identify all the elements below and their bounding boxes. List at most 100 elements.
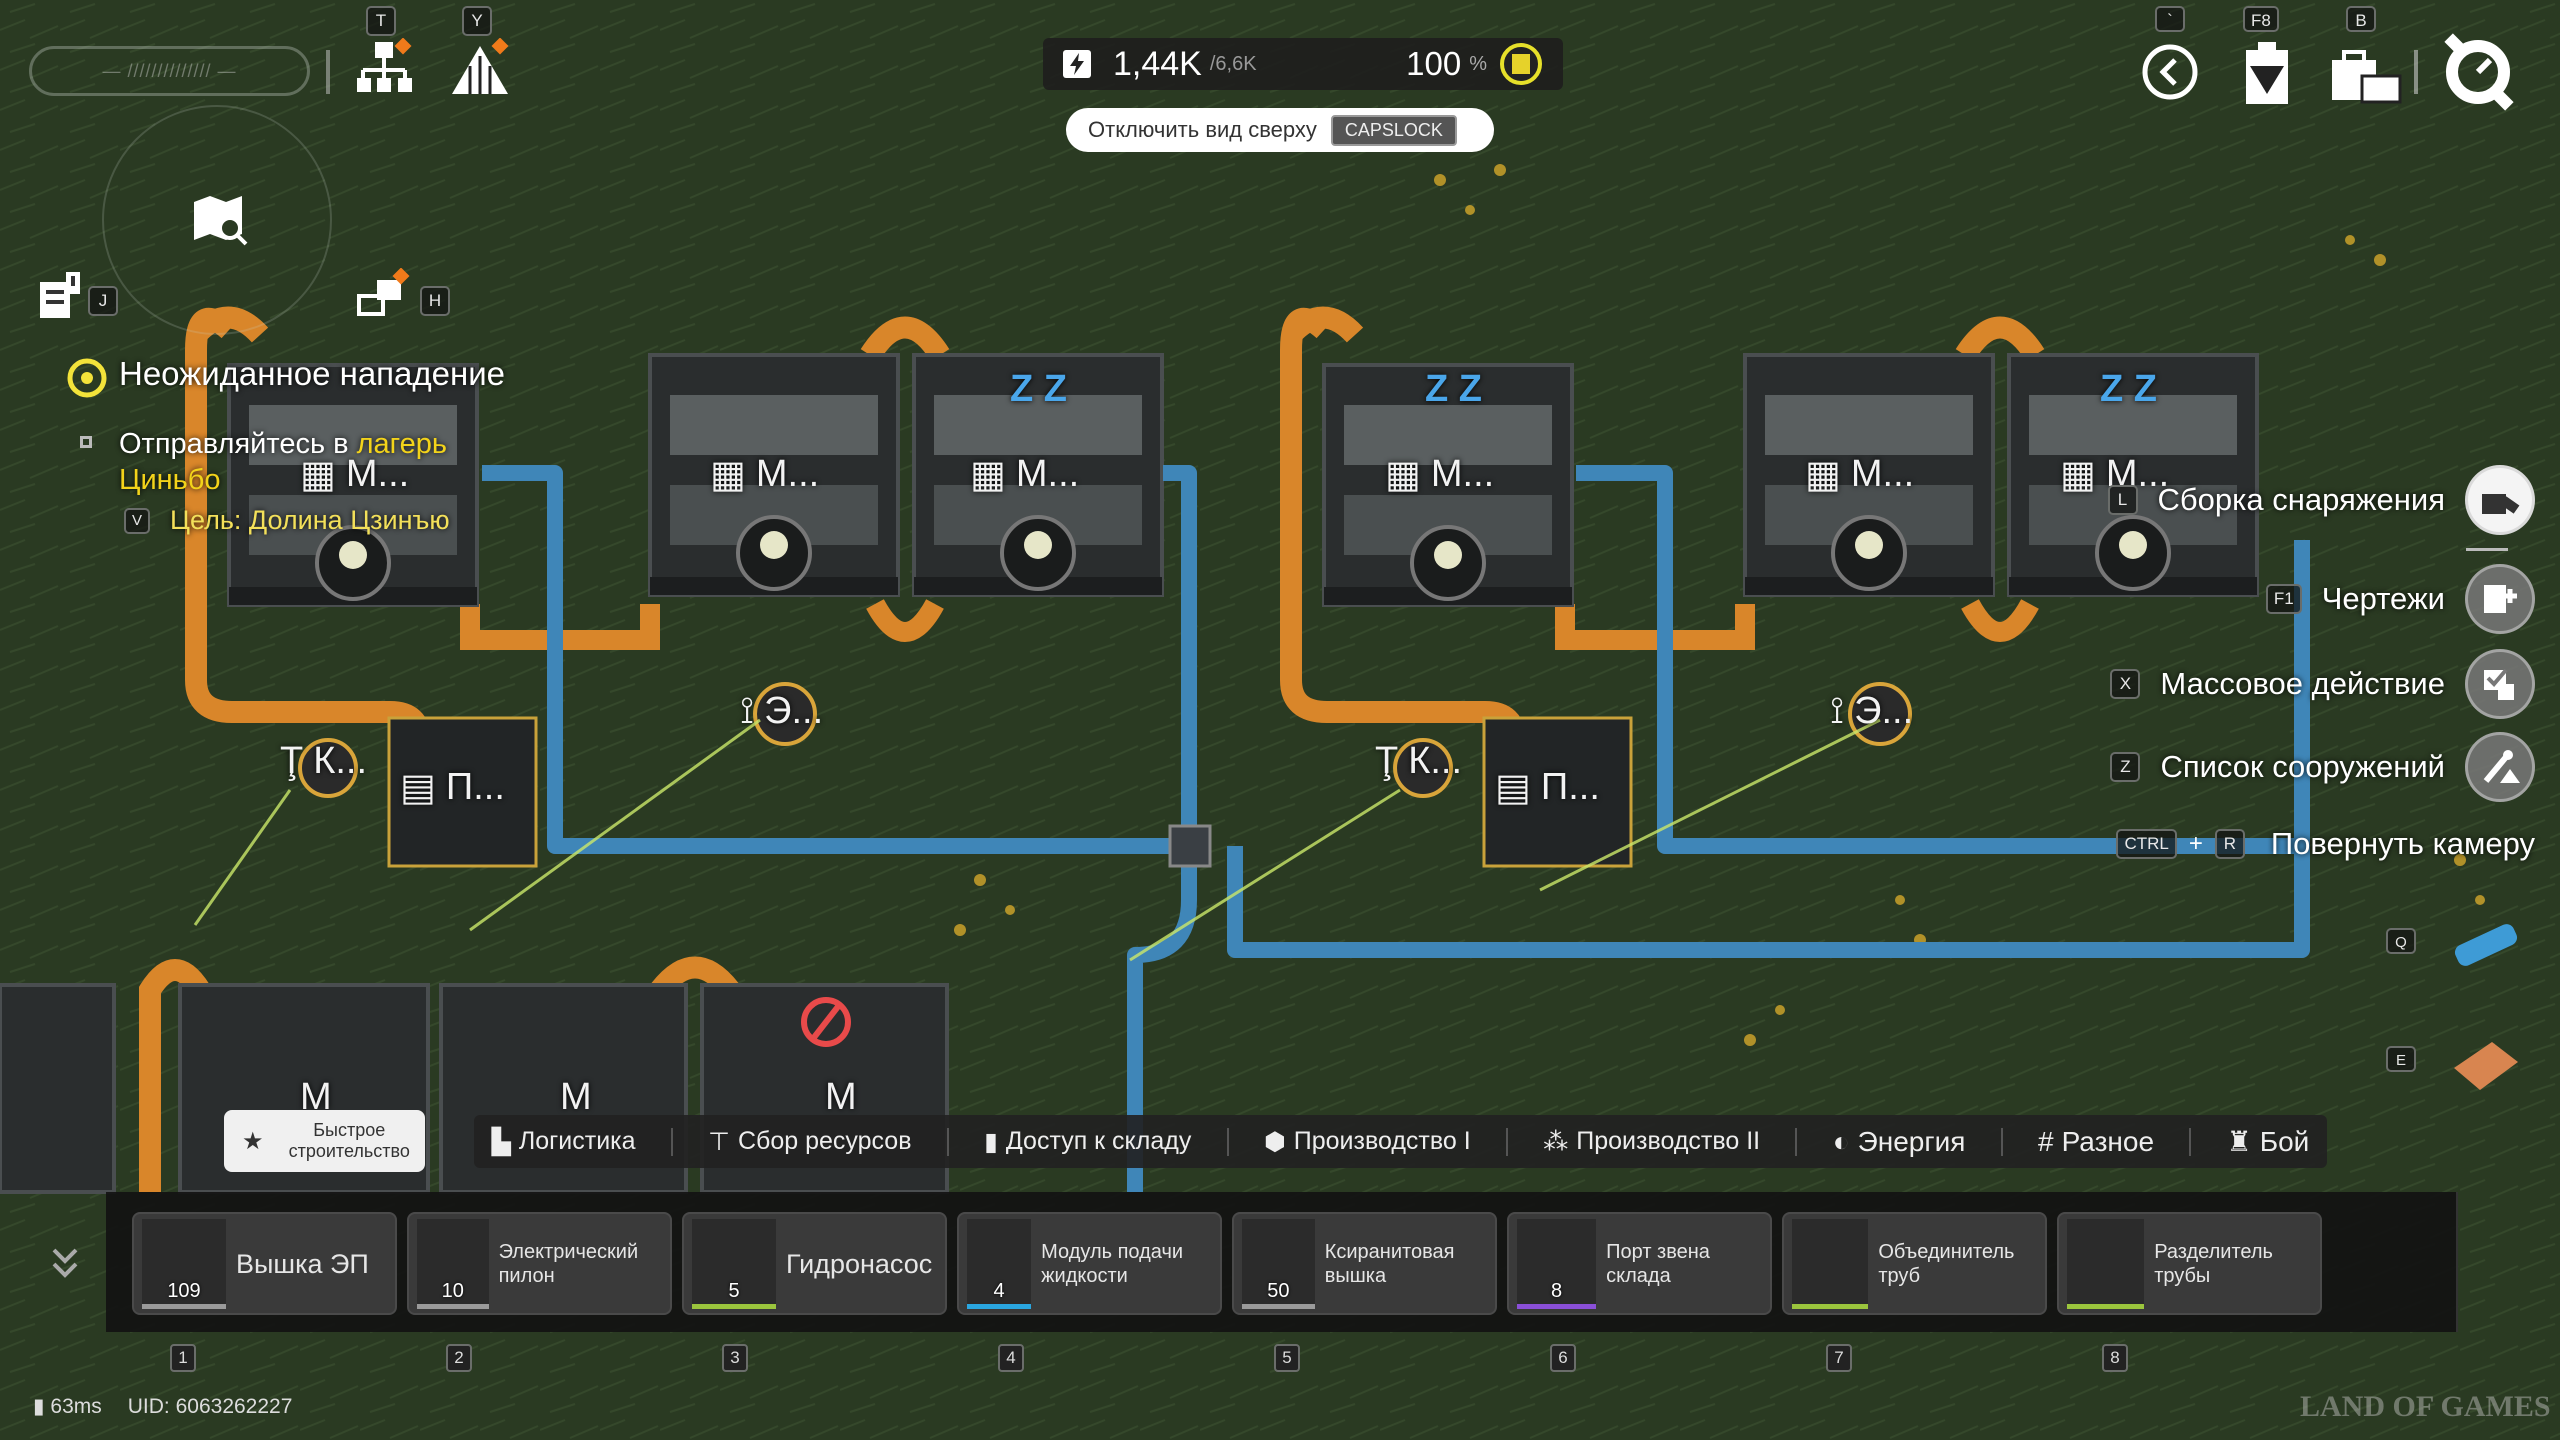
rarity-bar xyxy=(692,1303,776,1309)
building-label[interactable]: ▦М... xyxy=(2060,453,2170,496)
building-label[interactable]: ▦М... xyxy=(1805,453,1915,496)
collapse-chevron-icon[interactable] xyxy=(50,1246,80,1280)
storage-label[interactable]: ▤П... xyxy=(1495,766,1600,809)
rarity-bar xyxy=(1517,1303,1597,1309)
building-label[interactable]: ▦М... xyxy=(710,453,820,496)
pipe-tool-icon[interactable] xyxy=(2446,908,2526,978)
tech-tree-icon[interactable] xyxy=(355,38,415,98)
divider xyxy=(2414,50,2418,94)
divider xyxy=(326,50,330,94)
hotbar-slot[interactable]: Объединитель труб xyxy=(1782,1212,2047,1315)
blueprint-add-icon[interactable] xyxy=(2465,564,2535,634)
building-label[interactable]: ▦М... xyxy=(1385,453,1495,496)
inventory-key: B xyxy=(2346,6,2376,32)
category-combat[interactable]: ♜Бой xyxy=(2226,1125,2310,1158)
minimap[interactable] xyxy=(102,105,332,335)
category-energy[interactable]: ◐Энергия xyxy=(1832,1125,1966,1157)
storage-label[interactable]: ▤П... xyxy=(400,766,505,809)
building-thumbnail-icon xyxy=(2067,1218,2145,1309)
quick-build-tooltip[interactable]: ★Быстрое строительство xyxy=(224,1110,425,1172)
mission-key: F8 xyxy=(2243,6,2279,32)
wrench-icon[interactable] xyxy=(2465,732,2535,802)
build-category-bar: ▙Логистика ⊤Сбор ресурсов ▮Доступ к скла… xyxy=(474,1115,2327,1168)
quest-objective[interactable]: Отправляйтесь в лагерь Циньбо xyxy=(119,428,447,496)
settings-gear-icon[interactable] xyxy=(2436,30,2520,114)
pipe-junction[interactable] xyxy=(1168,824,1212,868)
watermark: LAND OF GAMES xyxy=(2300,1390,2551,1423)
building-thumbnail-icon: 8 xyxy=(1517,1218,1597,1309)
category-production-2[interactable]: ⁂Производство II xyxy=(1543,1127,1761,1156)
hotbar-key: 2 xyxy=(446,1344,472,1372)
divider xyxy=(1505,1127,1508,1156)
battery-icon[interactable] xyxy=(1499,42,1543,86)
item-name: Объединитель труб xyxy=(1878,1240,2015,1287)
checkbox-icon[interactable] xyxy=(2465,649,2535,719)
gear-assembly-icon[interactable] xyxy=(2465,465,2535,535)
antenna-icon: ⟟ xyxy=(740,690,755,732)
lightning-icon xyxy=(1063,50,1091,78)
category-logistics[interactable]: ▙Логистика xyxy=(491,1127,636,1156)
power-current: 1,44K xyxy=(1113,44,1202,83)
item-count: 5 xyxy=(728,1279,740,1302)
map-search-icon[interactable] xyxy=(192,194,254,246)
category-misc[interactable]: #Разное xyxy=(2037,1125,2155,1157)
back-key: ` xyxy=(2155,6,2185,32)
building-label[interactable]: М xyxy=(560,1076,592,1118)
objective-location: лагерь Циньбо xyxy=(119,428,447,496)
building-label[interactable]: ▦М... xyxy=(970,453,1080,496)
floor-tool-icon[interactable] xyxy=(2446,1028,2526,1098)
rarity-bar xyxy=(1792,1303,1869,1309)
sleeping-indicator: Z Z xyxy=(2100,368,2157,410)
category-resources[interactable]: ⊤Сбор ресурсов xyxy=(708,1127,912,1156)
hotbar-slot[interactable]: Разделитель трубы xyxy=(2057,1212,2322,1315)
building-thumbnail-icon: 10 xyxy=(417,1218,489,1309)
hotbar-key: 3 xyxy=(722,1344,748,1372)
planting-unit-icon: ▦ xyxy=(300,454,336,496)
rarity-bar xyxy=(967,1303,1032,1309)
category-production-1[interactable]: ⬢Производство I xyxy=(1263,1127,1471,1156)
divider xyxy=(946,1127,949,1156)
disabled-icon xyxy=(801,997,851,1047)
nodes-icon: ⁂ xyxy=(1543,1127,1569,1156)
floor-tool-key: E xyxy=(2386,1046,2416,1072)
search-field[interactable]: — ////////////// — xyxy=(29,46,310,96)
pipe-network[interactable] xyxy=(482,465,2310,1192)
quest-title[interactable]: Неожиданное нападение xyxy=(119,355,506,392)
item-name: Ксиранитовая вышка xyxy=(1324,1240,1455,1287)
comms-icon[interactable] xyxy=(355,268,411,324)
power-panel: 1,44K /6,6K 100 % xyxy=(1043,38,1563,90)
back-button[interactable] xyxy=(2140,42,2200,102)
building-thumbnail-icon xyxy=(1792,1218,1869,1309)
inventory-briefcase-icon[interactable] xyxy=(2330,48,2402,104)
planting-unit-icon: ▦ xyxy=(2060,454,2096,496)
mission-clipboard-icon[interactable] xyxy=(2244,40,2290,106)
turret-icon: ♜ xyxy=(2226,1126,2252,1157)
building-label[interactable]: М xyxy=(825,1076,857,1118)
category-storage[interactable]: ▮Доступ к складу xyxy=(984,1127,1192,1156)
relay-tower-label[interactable]: ⟟Э... xyxy=(740,690,824,732)
journal-icon[interactable] xyxy=(36,270,84,326)
building-thumbnail-icon: 109 xyxy=(142,1218,226,1309)
quest-target: Цель: Долина Цзинъю xyxy=(170,505,450,535)
building-label[interactable]: ▦М... xyxy=(300,453,410,496)
relay-tower-label[interactable]: ⟟Э... xyxy=(1830,690,1914,732)
building-thumbnail-icon: 50 xyxy=(1242,1218,1315,1309)
rarity-bar xyxy=(142,1303,226,1309)
hotbar-key: 6 xyxy=(1550,1344,1576,1372)
build-plan-icon[interactable] xyxy=(448,38,512,98)
